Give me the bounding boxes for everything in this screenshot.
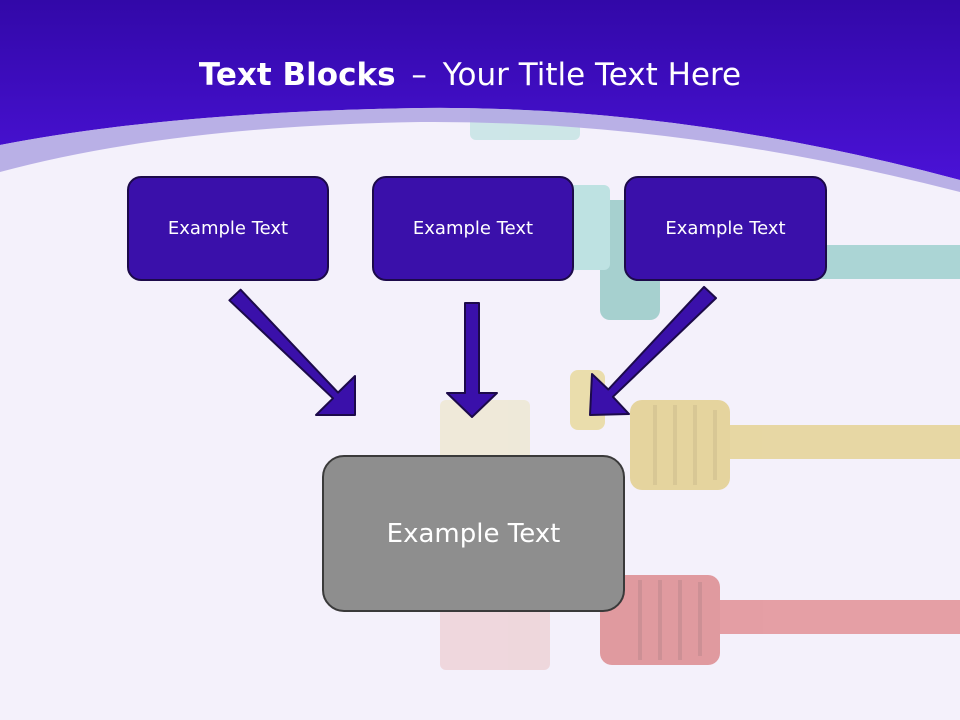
text-block-result-label: Example Text (386, 518, 561, 549)
page-title: Text Blocks – Your Title Text Here (0, 55, 940, 95)
header-band (0, 0, 960, 180)
title-rest: Your Title Text Here (442, 57, 742, 93)
red-cable (440, 575, 960, 670)
text-block-1-label: Example Text (167, 218, 289, 239)
title-bold: Text Blocks (198, 57, 396, 93)
text-block-2-label: Example Text (412, 218, 534, 239)
title-separator: – (411, 57, 427, 93)
text-block-1[interactable]: Example Text (127, 176, 329, 281)
text-block-3-label: Example Text (665, 218, 786, 239)
text-block-result[interactable]: Example Text (322, 455, 625, 612)
header-swoosh (0, 107, 960, 192)
text-block-3[interactable]: Example Text (624, 176, 827, 281)
text-block-2[interactable]: Example Text (372, 176, 574, 281)
